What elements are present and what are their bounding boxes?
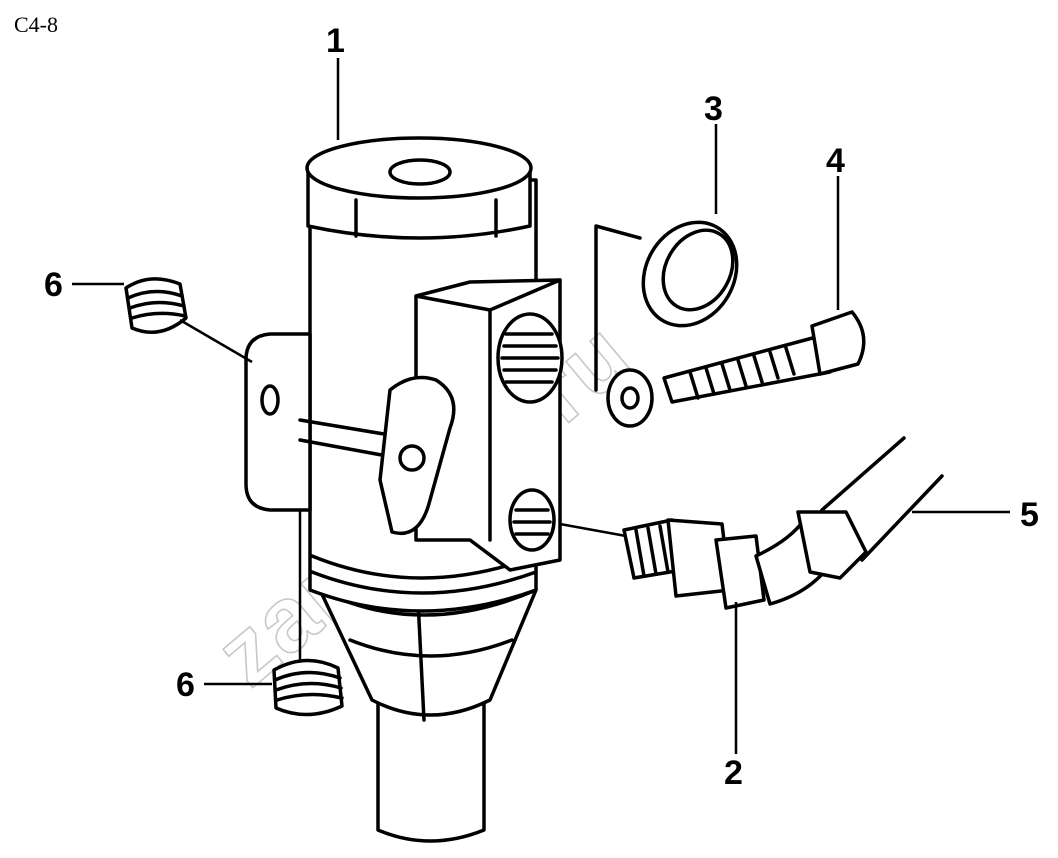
sealing-ring <box>594 220 739 392</box>
diagram-code: C4-8 <box>14 12 58 37</box>
callout-2: 2 <box>724 754 743 792</box>
callout-6-upper: 6 <box>44 266 63 304</box>
elbow-fitting <box>622 436 944 610</box>
callout-5: 5 <box>1020 496 1039 534</box>
callout-6-lower: 6 <box>176 666 195 704</box>
leader-lines <box>72 58 1010 754</box>
callout-4: 4 <box>826 142 845 180</box>
callout-3: 3 <box>704 90 723 128</box>
plug-upper <box>124 277 188 334</box>
plug-lower <box>272 658 344 717</box>
callout-1: 1 <box>326 22 345 60</box>
banjo-bolt <box>606 310 866 428</box>
valve-body <box>244 136 564 843</box>
